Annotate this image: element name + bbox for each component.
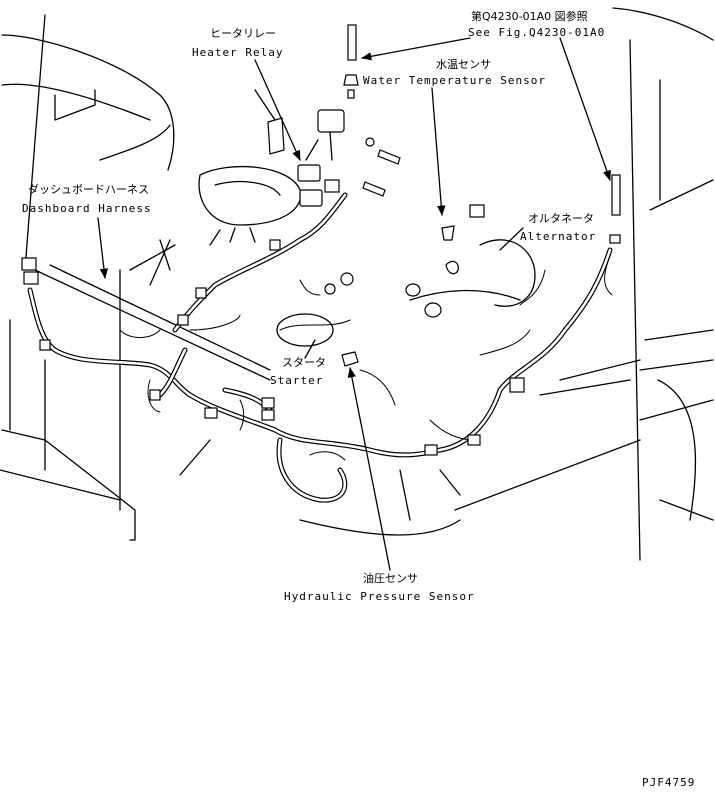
heater-relay-jp-label: ヒータリレー [210,27,276,40]
heater-relay-en-label: Heater Relay [192,46,283,59]
leader-lines [97,37,611,571]
water-temp-en-label: Water Temperature Sensor [363,74,546,87]
alternator-jp-label: オルタネータ [528,212,594,225]
dashboard-harness-en-label: Dashboard Harness [22,202,152,215]
drawing-number: PJF4759 [642,776,695,789]
connectors [21,239,525,456]
alternator-en-label: Alternator [520,230,596,243]
hydraulic-sensor-en-label: Hydraulic Pressure Sensor [284,590,475,603]
machine-body-outline [0,7,714,561]
water-temp-sensor-part [343,24,401,197]
alternator-part [405,174,621,318]
wiring-leads [119,254,613,461]
fig-ref-jp-label: 第Q4230-01A0 図参照 [471,9,588,23]
starter-jp-label: スタータ [282,356,326,369]
heater-relay-part [267,109,345,207]
starter-en-label: Starter [270,374,323,387]
starter-part [276,272,359,367]
dashboard-harness [27,192,613,503]
water-temp-jp-label: 水温センサ [436,58,491,71]
dashboard-harness-jp-label: ダッシュボードハーネス [28,182,149,196]
operator-seat-sketch [198,165,302,246]
hydraulic-sensor-jp-label: 油圧センサ [363,571,418,585]
fig-ref-en-label: See Fig.Q4230-01A0 [468,26,605,39]
